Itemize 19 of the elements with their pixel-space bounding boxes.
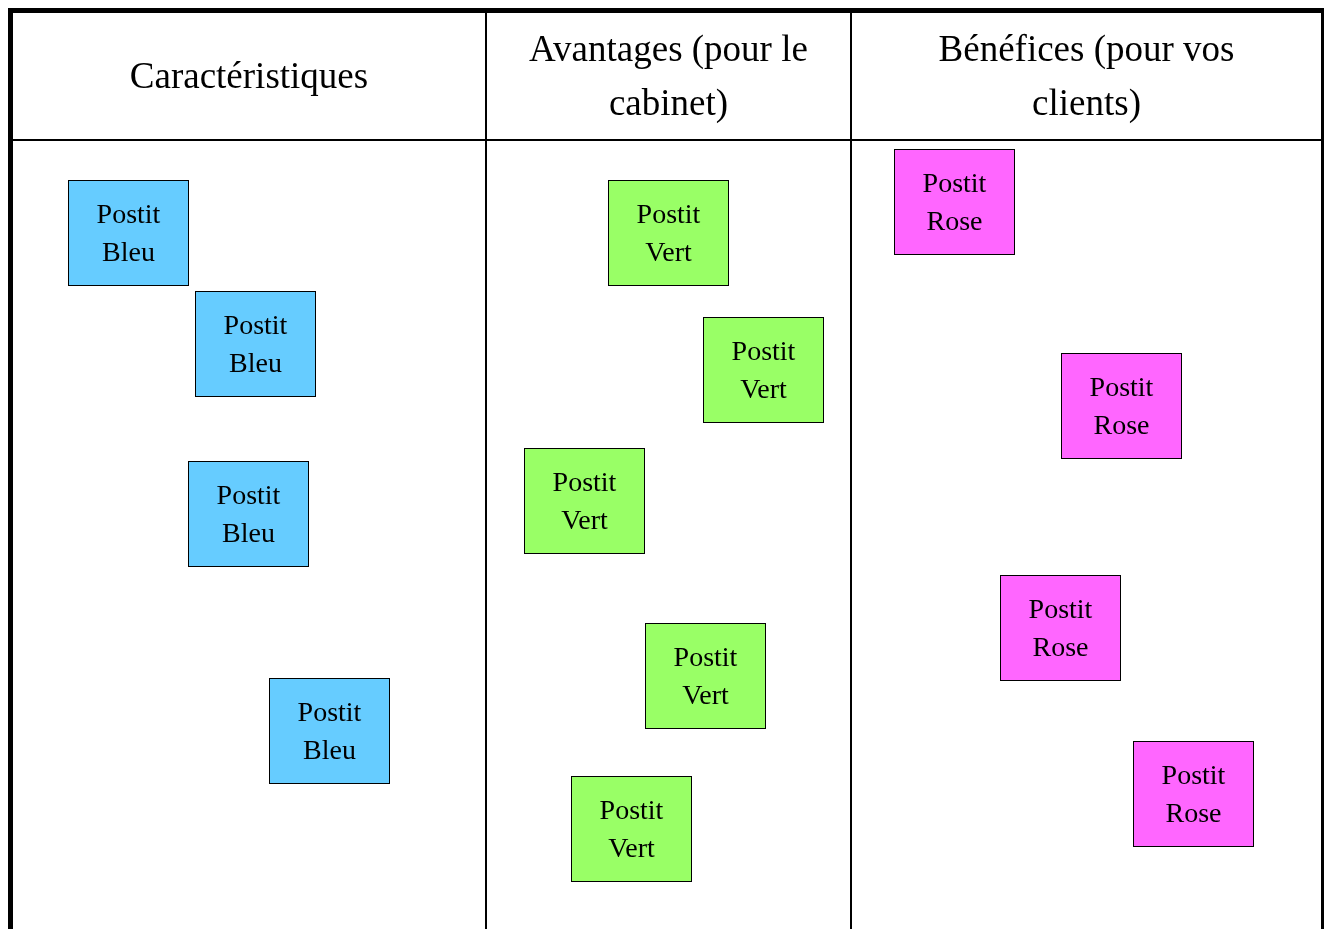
sticky-note: Postit Vert [703,317,824,423]
sticky-note: Postit Rose [894,149,1015,255]
sticky-note: Postit Bleu [269,678,390,784]
sticky-note: Postit Vert [608,180,729,286]
header-cell: Avantages (pour le cabinet) [487,13,850,141]
header-cell: Bénéfices (pour vos clients) [852,13,1321,141]
sticky-note: Postit Bleu [188,461,309,567]
sticky-note: Postit Bleu [195,291,316,397]
header-cell: Caractéristiques [13,13,485,141]
table-column [850,8,1324,929]
sticky-note: Postit Vert [571,776,692,882]
sticky-note: Postit Rose [1133,741,1254,847]
sticky-note: Postit Rose [1000,575,1121,681]
sticky-note: Postit Vert [645,623,766,729]
table-column [485,8,850,929]
table-column [8,8,485,929]
sticky-note: Postit Vert [524,448,645,554]
sticky-note: Postit Rose [1061,353,1182,459]
sticky-note: Postit Bleu [68,180,189,286]
